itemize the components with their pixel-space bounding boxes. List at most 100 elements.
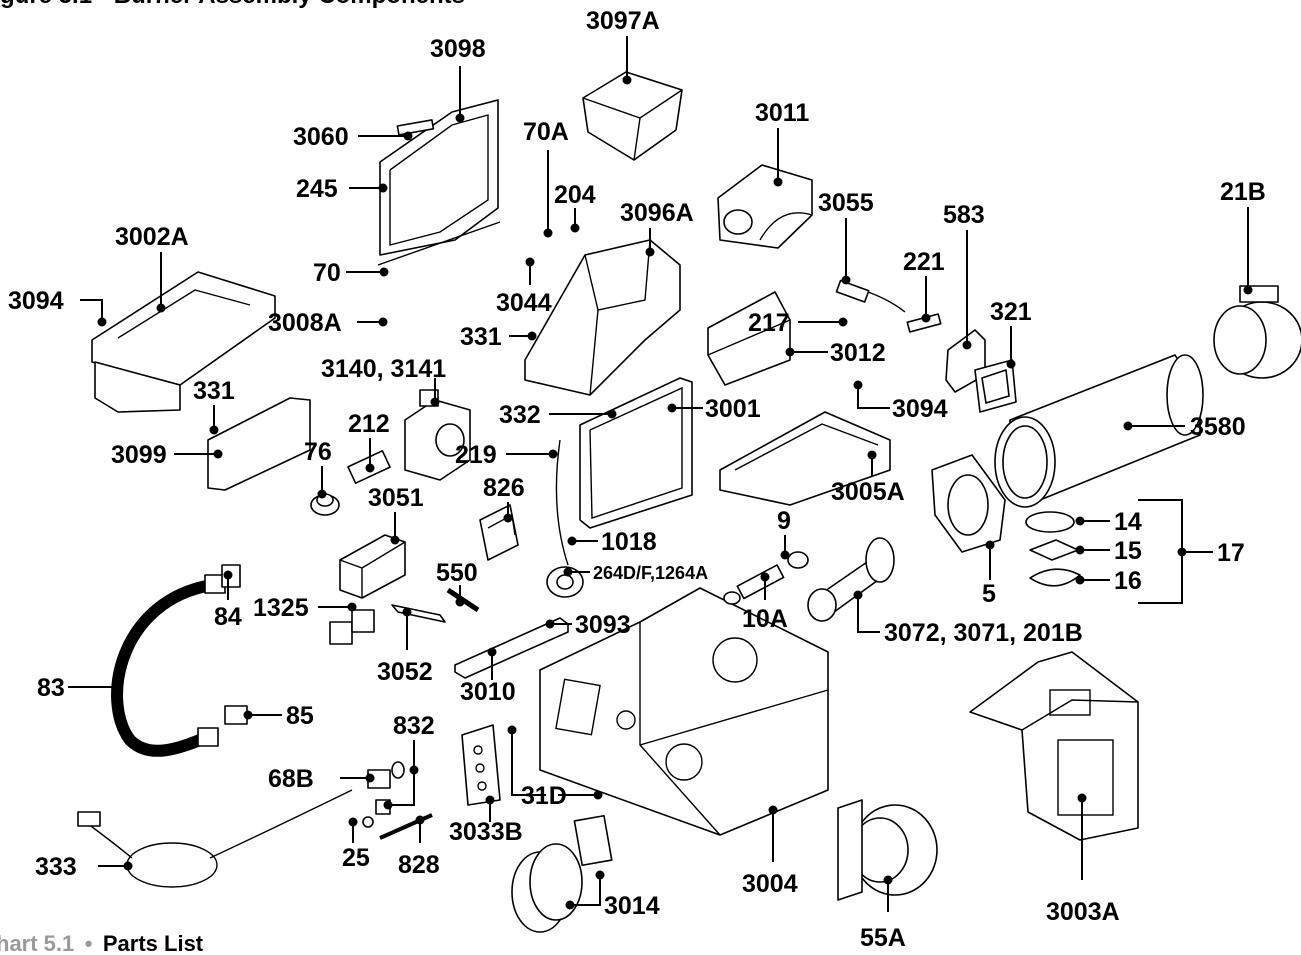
part-3033B-drawing bbox=[461, 724, 501, 806]
part-3060-drawing bbox=[396, 119, 435, 136]
part-15-drawing bbox=[1029, 539, 1079, 561]
part-55A-drawing bbox=[837, 799, 938, 901]
callout-3051: 3051 bbox=[368, 484, 424, 512]
callout-25: 25 bbox=[342, 844, 370, 872]
callout-3060: 3060 bbox=[293, 123, 349, 151]
callout-331-center: 331 bbox=[460, 323, 502, 351]
callout-583: 583 bbox=[943, 201, 985, 229]
callout-333: 333 bbox=[35, 853, 77, 881]
callout-321: 321 bbox=[990, 298, 1032, 326]
callout-labels: 3098 3097A 3060 70A 3011 245 204 3096A 3… bbox=[8, 7, 1266, 952]
callout-3072-3071-201B: 3072, 3071, 201B bbox=[884, 619, 1083, 647]
callout-245: 245 bbox=[296, 175, 338, 203]
callout-3099: 3099 bbox=[111, 441, 167, 469]
callout-550: 550 bbox=[436, 559, 478, 587]
callout-5: 5 bbox=[982, 580, 996, 608]
part-3002A-drawing bbox=[91, 271, 276, 413]
callout-3055: 3055 bbox=[818, 189, 874, 217]
part-5-drawing bbox=[931, 454, 1006, 553]
callout-3140-3141: 3140, 3141 bbox=[321, 355, 446, 383]
callout-21B: 21B bbox=[1220, 178, 1266, 206]
part-219-drawing bbox=[555, 439, 569, 566]
leader-lines bbox=[68, 36, 1253, 912]
callout-70A: 70A bbox=[523, 118, 569, 146]
part-16-drawing bbox=[1029, 568, 1081, 587]
callout-331-left: 331 bbox=[193, 377, 235, 405]
part-3055-drawing bbox=[835, 279, 906, 313]
callout-9: 9 bbox=[777, 507, 791, 535]
callout-14: 14 bbox=[1114, 508, 1142, 536]
part-21B-drawing bbox=[1213, 285, 1301, 379]
part-14-drawing bbox=[1025, 511, 1075, 533]
part-10A-drawing bbox=[723, 551, 809, 605]
part-3052-drawing bbox=[391, 604, 446, 623]
callout-17: 17 bbox=[1217, 539, 1245, 567]
part-264-drawing bbox=[546, 566, 584, 598]
part-68B-drawing bbox=[367, 761, 405, 789]
callout-3098: 3098 bbox=[430, 35, 486, 63]
part-3098-drawing bbox=[377, 99, 501, 266]
callout-3003A: 3003A bbox=[1046, 898, 1120, 926]
callout-68B: 68B bbox=[268, 765, 314, 793]
caption-chart-label: hart 5.1 bbox=[0, 931, 74, 955]
callout-217: 217 bbox=[748, 309, 790, 337]
callout-832: 832 bbox=[393, 712, 435, 740]
callout-204: 204 bbox=[554, 181, 596, 209]
part-3099-drawing bbox=[207, 397, 311, 491]
callout-3012: 3012 bbox=[830, 339, 886, 367]
callout-332: 332 bbox=[499, 401, 541, 429]
figure-title: gure 5.1 • Burner Assembly Components bbox=[0, 0, 465, 9]
callout-3033B: 3033B bbox=[449, 818, 523, 846]
part-3003A-drawing bbox=[969, 651, 1139, 841]
part-3010-drawing bbox=[454, 617, 569, 679]
part-3012-drawing bbox=[707, 291, 791, 386]
callout-3004: 3004 bbox=[742, 870, 798, 898]
callout-3093: 3093 bbox=[575, 611, 631, 639]
chart-caption: hart 5.1 • Parts List bbox=[0, 931, 204, 955]
callout-3097A: 3097A bbox=[586, 7, 660, 35]
callout-219: 219 bbox=[455, 441, 497, 469]
part-3140-drawing bbox=[404, 389, 471, 481]
callout-55A: 55A bbox=[860, 924, 906, 952]
callout-264D-F-1264A: 264D/F,1264A bbox=[593, 563, 708, 583]
caption-title: Parts List bbox=[103, 931, 204, 955]
callout-3002A: 3002A bbox=[115, 223, 189, 251]
part-3096A-drawing bbox=[524, 239, 681, 396]
callout-1018: 1018 bbox=[601, 528, 657, 556]
callout-3008A: 3008A bbox=[268, 309, 342, 337]
part-3001-drawing bbox=[579, 377, 693, 529]
part-25-drawing bbox=[362, 816, 374, 828]
part-321-drawing bbox=[974, 359, 1017, 413]
part-1325-drawing bbox=[329, 609, 375, 645]
callout-3094-right: 3094 bbox=[892, 395, 948, 423]
callout-3580: 3580 bbox=[1190, 413, 1246, 441]
caption-bullet: • bbox=[85, 931, 93, 955]
part-826-drawing bbox=[479, 504, 519, 561]
callout-15: 15 bbox=[1114, 537, 1142, 565]
callout-85: 85 bbox=[286, 702, 314, 730]
callout-70: 70 bbox=[313, 259, 341, 287]
part-3011-drawing bbox=[717, 164, 813, 249]
callout-31D: 31D bbox=[521, 782, 567, 810]
part-3097A-drawing bbox=[582, 71, 683, 161]
part-3005A-drawing bbox=[719, 411, 891, 506]
callout-3094-top: 3094 bbox=[8, 287, 64, 315]
callout-221: 221 bbox=[903, 248, 945, 276]
callout-1325: 1325 bbox=[253, 594, 309, 622]
part-3014-drawing bbox=[511, 814, 613, 933]
callout-826: 826 bbox=[483, 474, 525, 502]
part-3051-drawing bbox=[339, 534, 406, 599]
callout-3014: 3014 bbox=[604, 892, 660, 920]
part-3072-drawing bbox=[807, 537, 895, 622]
callout-76: 76 bbox=[304, 438, 332, 466]
callout-83: 83 bbox=[37, 674, 65, 702]
callout-16: 16 bbox=[1114, 567, 1142, 595]
callout-10A: 10A bbox=[742, 605, 788, 633]
part-3580-drawing bbox=[994, 354, 1204, 508]
callout-212: 212 bbox=[348, 410, 390, 438]
callout-828: 828 bbox=[398, 851, 440, 879]
callout-3044: 3044 bbox=[496, 289, 552, 317]
part-17-bracket bbox=[1138, 499, 1183, 604]
callout-84: 84 bbox=[214, 603, 242, 631]
